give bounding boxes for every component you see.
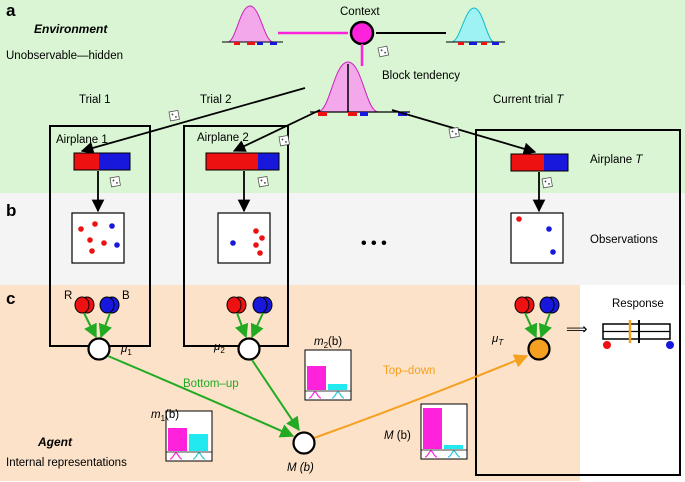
dice-icon (377, 45, 390, 58)
response-slider (602, 320, 674, 349)
trial-2-box (183, 125, 289, 347)
mu-T-node (527, 337, 551, 361)
trial-1-label: Trial 1 (79, 94, 111, 106)
top-down-arrow (313, 354, 529, 439)
bottom-up-label: Bottom–up (183, 378, 239, 390)
top-down-label: Top–down (383, 365, 435, 377)
arrow-to-airplane-T (391, 109, 537, 155)
trial-2-label: Trial 2 (200, 94, 232, 106)
observations-label: Observations (590, 234, 658, 246)
M-node (292, 431, 316, 455)
current-trial-label: Current trial T (493, 94, 564, 106)
observations-box-2 (217, 212, 271, 264)
panel-label-a: a (6, 1, 16, 20)
mu-T-label: μT (491, 333, 504, 347)
dice-icon (109, 175, 121, 188)
rb-circles-1 (74, 296, 120, 314)
M-node-label: M (b) (287, 462, 314, 474)
arrow-to-airplane-2 (232, 109, 321, 152)
observations-box-T (510, 212, 564, 264)
context-node (349, 20, 375, 46)
arrow-to-airplane-1 (80, 87, 306, 154)
panel-label-b: b (6, 201, 16, 220)
histogram-m2-label: m2(b) (314, 336, 342, 350)
dice-icon (257, 175, 269, 188)
histogram-m1-bar-magenta (168, 428, 187, 451)
agent-band (0, 285, 580, 481)
mu-2-node (237, 337, 261, 361)
context-distribution-left (222, 5, 283, 45)
dice-icon (278, 134, 290, 147)
rb-circles-T (514, 296, 560, 314)
airplane-2-bar (205, 152, 280, 171)
histogram-m2 (304, 349, 352, 401)
r-label: R (64, 290, 72, 302)
histogram-M (420, 403, 468, 460)
implies-arrow-icon: ⟹ (566, 321, 588, 338)
observations-box-1 (71, 212, 125, 264)
context-distribution-right (446, 7, 505, 45)
bottom-up-arrow-1 (107, 355, 295, 438)
airplane-2-label: Airplane 2 (197, 132, 249, 144)
agent-subtitle: Internal representations (6, 457, 127, 469)
current-trial-box (475, 129, 681, 476)
arrow-b-to-mu1 (98, 312, 112, 339)
histogram-m1-label: m1(b) (151, 409, 179, 423)
arrow-b-to-muT (538, 312, 552, 339)
mu-1-node (87, 337, 111, 361)
airplane-T-label: Airplane T (590, 154, 643, 166)
dice-icon (448, 126, 460, 139)
arrow-b-to-mu2 (250, 312, 264, 339)
environment-subtitle: Unobservable—hidden (6, 50, 123, 62)
mu-2-label: μ2 (213, 341, 225, 355)
histogram-m2-bar-magenta (307, 366, 326, 390)
agent-title: Agent (37, 435, 73, 449)
arrow-r-to-mu1 (83, 312, 97, 339)
arrow-r-to-muT (524, 312, 538, 339)
ellipsis: • • • (361, 235, 387, 252)
airplane-1-label: Airplane 1 (56, 134, 108, 146)
histogram-M-bar-cyan (444, 445, 463, 449)
response-label: Response (612, 298, 664, 310)
histogram-m1-bar-cyan (189, 434, 208, 451)
airplane-T-bar (510, 153, 569, 172)
context-label: Context (340, 6, 380, 18)
histogram-m2-bar-cyan (328, 384, 347, 390)
block-tendency-label: Block tendency (382, 70, 460, 82)
rb-circles-2 (226, 296, 273, 314)
dice-icon (541, 176, 553, 189)
airplane-1-bar (73, 152, 131, 171)
arrow-r-to-mu2 (235, 312, 249, 339)
histogram-M-bar-magenta (423, 408, 442, 449)
b-label: B (122, 290, 130, 302)
dice-icon (168, 109, 180, 122)
panel-label-c: c (6, 289, 15, 308)
histogram-M-label: M (b) (384, 430, 411, 442)
bottom-up-arrow-2 (251, 359, 300, 432)
mu-1-label: μ1 (120, 343, 132, 357)
environment-title: Environment (34, 22, 108, 36)
histogram-m1 (165, 410, 213, 462)
